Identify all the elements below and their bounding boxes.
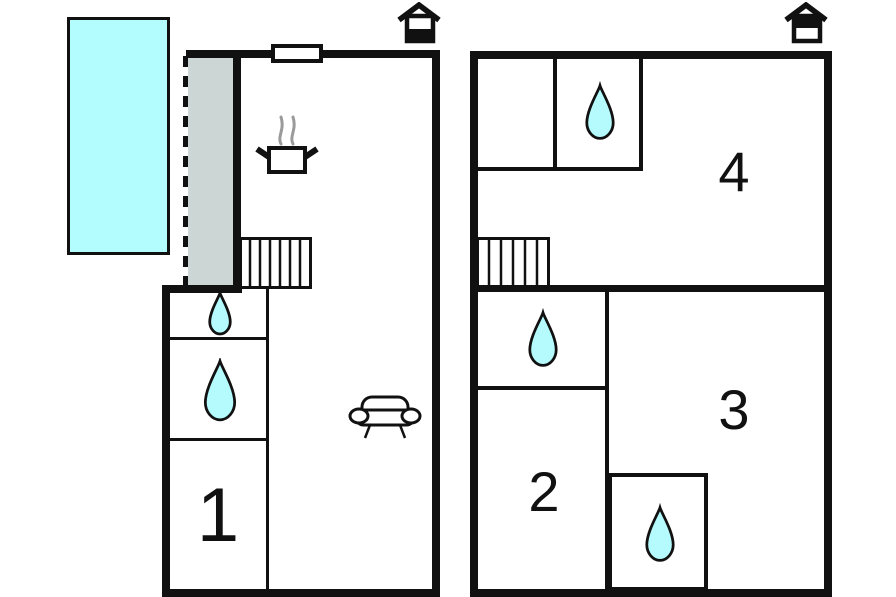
stove-pot-icon — [255, 115, 319, 174]
terrace-dashed-line — [183, 56, 188, 285]
wall-toprooms-bottom — [478, 167, 643, 171]
wall-left-upper — [233, 50, 241, 293]
wall-interior-vertical — [266, 288, 269, 589]
wall-annex-top — [162, 285, 242, 293]
wall-room23-vertical — [605, 292, 609, 589]
terrace — [188, 56, 233, 285]
house-upper-floor-icon — [784, 2, 828, 44]
window — [271, 44, 323, 63]
staircase-ground — [239, 237, 312, 289]
wall-topbath-right — [639, 59, 643, 171]
swimming-pool — [67, 17, 170, 255]
wall-top-upper — [470, 51, 832, 59]
water-drop-icon — [200, 358, 240, 423]
wall-room2-bath-divider — [478, 386, 605, 390]
room-3-label: 3 — [718, 378, 750, 441]
pot-body — [267, 146, 307, 174]
water-drop-icon — [642, 503, 678, 565]
water-drop-icon — [525, 308, 561, 370]
wall-closet-right — [553, 59, 557, 171]
room-4-label: 4 — [718, 140, 750, 203]
wall-left-upperplan — [470, 51, 478, 597]
wall-left-lower — [162, 285, 170, 597]
house-ground-floor-icon — [397, 2, 441, 44]
wall-bottom-upperplan — [470, 589, 832, 597]
wall-bath-divider-2 — [170, 438, 266, 441]
room-2-label: 2 — [528, 460, 560, 523]
wall-bottom — [162, 589, 440, 597]
water-drop-icon — [582, 81, 618, 143]
staircase-upper — [476, 237, 550, 288]
wall-bath-divider-1 — [170, 337, 266, 340]
water-drop-icon — [206, 290, 234, 337]
room-1-label: 1 — [196, 473, 240, 558]
wall-mid-horizontal — [470, 285, 832, 292]
sofa-icon — [348, 395, 422, 439]
wall-right-upperplan — [824, 51, 832, 597]
steam-lines — [278, 115, 296, 146]
wall-right — [432, 50, 440, 597]
